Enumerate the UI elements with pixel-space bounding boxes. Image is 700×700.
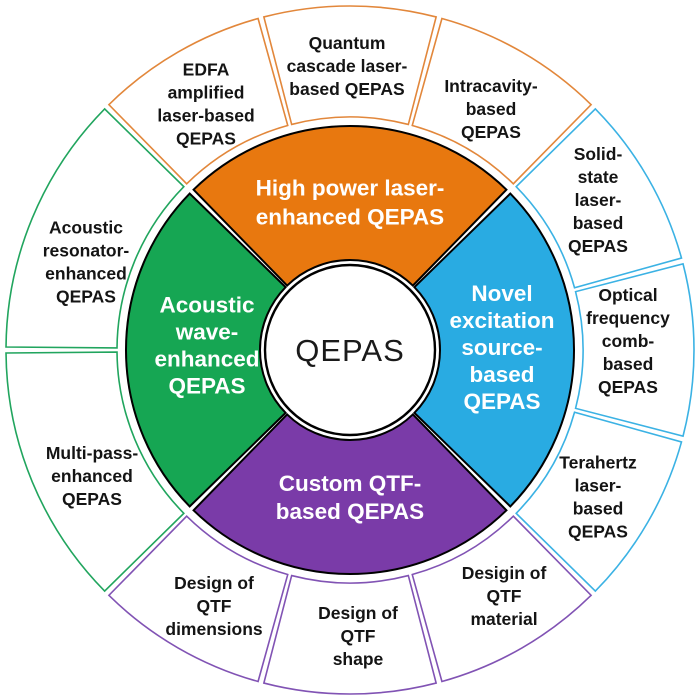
outer-segment-solid-state-laser-based-qepas (515, 107, 683, 289)
outer-segment-multi-pass-enhanced-qepas (5, 351, 185, 593)
center-circle (263, 263, 437, 437)
quadrant-label-high-power-laser-enhanced-qepas: High power laser-enhanced QEPAS (256, 175, 445, 229)
quadrant-acoustic-wave-enhanced-qepas (124, 192, 288, 508)
outer-segment-design-of-qtf-dimensions (107, 515, 289, 683)
outer-segment-acoustic-resonator-enhanced-qepas (5, 107, 185, 349)
outer-segment-design-of-qtf-shape (262, 574, 438, 695)
outer-segment-intracavity-based-qepas (411, 17, 593, 185)
outer-segment-edfa-amplified-laser-based-qepas (107, 17, 289, 185)
outer-segment-quantum-cascade-laser-based-qepas (262, 5, 438, 126)
outer-segment-optical-frequency-comb-based-qepas (574, 262, 695, 438)
quadrant-high-power-laser-enhanced-qepas (192, 124, 508, 288)
quadrant-custom-qtf-based-qepas (192, 412, 508, 576)
quadrant-label-custom-qtf-based-qepas: Custom QTF-based QEPAS (276, 471, 424, 524)
quadrant-novel-excitation-source-based-qepas (412, 192, 576, 508)
outer-segment-terahertz-laser-based-qepas (515, 411, 683, 593)
outer-segment-design-of-qtf-material (411, 515, 593, 683)
center-label: QEPAS (295, 333, 405, 368)
